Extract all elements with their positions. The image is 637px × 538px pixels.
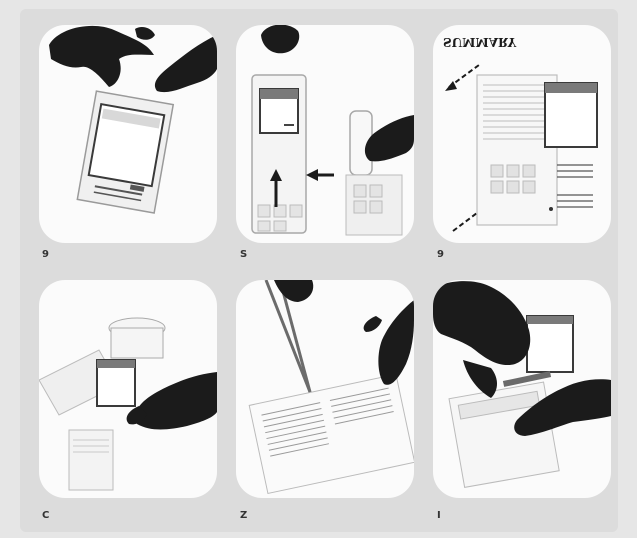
step-4-number: C [42,510,49,521]
hands-opening-package-illustration [433,280,611,498]
hands-holding-package-illustration [39,25,217,243]
instruction-panel-3: SUMMARY [433,25,611,243]
step-3-number: 9 [437,249,444,260]
instruction-panel-6 [433,280,611,498]
scissors-cutting-document-illustration [236,280,414,498]
summary-sheet-illustration [433,25,611,243]
instruction-panel-2 [236,25,414,243]
device-assembly-arrows-illustration [236,25,414,243]
step-6-number: I [437,510,441,521]
instruction-panel-1 [39,25,217,243]
step-1-number: 9 [42,249,49,260]
bottle-over-card-illustration [39,280,217,498]
summary-header-text: SUMMARY [443,35,516,49]
step-2-number: S [240,249,247,260]
step-5-number: Z [240,510,247,521]
instruction-panel-4 [39,280,217,498]
instruction-panel-5 [236,280,414,498]
